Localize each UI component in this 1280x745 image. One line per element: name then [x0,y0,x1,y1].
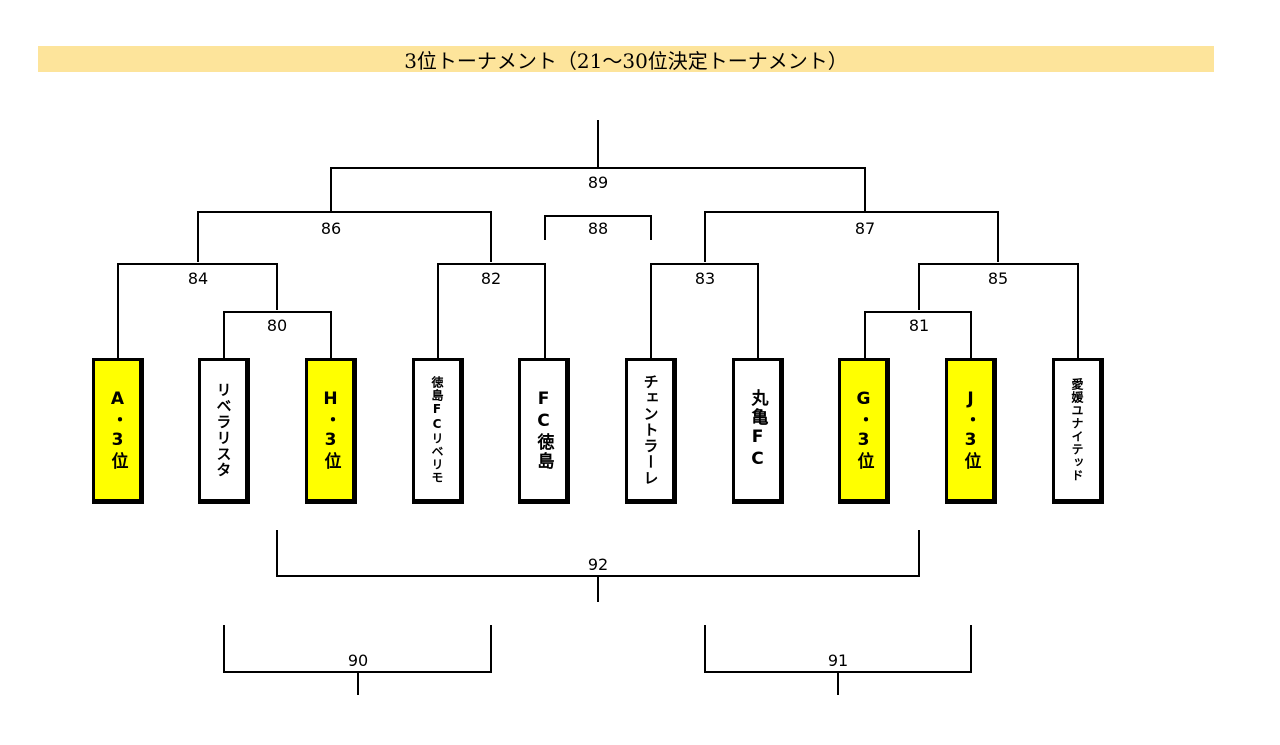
team-box: G・3位 [838,358,890,504]
team-box: A・3位 [92,358,144,504]
match-91-label: 91 [828,651,848,670]
match-84-bracket [117,263,278,358]
match-81-label: 81 [909,316,929,335]
match-80-bracket [223,311,332,358]
team-name: H・3位 [320,389,341,471]
match-88-bracket [544,215,652,240]
match-86-bracket [197,211,492,262]
team-box: H・3位 [305,358,357,504]
match-92-label: 92 [588,555,608,574]
match-83-bracket [650,263,759,358]
tournament-title: 3位トーナメント（21〜30位決定トーナメント） [38,46,1214,73]
team-name: J・3位 [960,389,981,471]
team-box: FC徳島 [518,358,570,504]
team-box: J・3位 [945,358,997,504]
match-83-label: 83 [695,269,715,288]
match-89-label: 89 [588,173,608,192]
team-name: FC徳島 [533,389,554,471]
match-87-label: 87 [855,219,875,238]
team-name: G・3位 [853,389,874,471]
match-90-label: 90 [348,651,368,670]
match-80-label: 80 [267,316,287,335]
match-81-bracket [864,311,972,358]
match-82-bracket [437,263,546,358]
team-box: 徳島FCリベリモ [412,358,464,504]
match-87-bracket [704,211,999,262]
match-86-label: 86 [321,219,341,238]
team-name: 愛媛ユナイテッド [1070,378,1084,482]
match-85-bracket [918,263,1079,358]
team-box: 丸亀FC [732,358,784,504]
match-89-bracket [330,167,866,212]
match-85-label: 85 [988,269,1008,288]
team-name: リベラリスタ [214,382,233,478]
team-name: チェントラーレ [641,374,660,486]
team-box: チェントラーレ [625,358,677,504]
team-box: 愛媛ユナイテッド [1052,358,1104,504]
match-88-label: 88 [588,219,608,238]
team-name: 徳島FCリベリモ [430,376,444,484]
team-box: リベラリスタ [198,358,250,504]
team-name: 丸亀FC [747,389,768,471]
match-84-label: 84 [188,269,208,288]
team-name: A・3位 [107,389,128,471]
match-82-label: 82 [481,269,501,288]
